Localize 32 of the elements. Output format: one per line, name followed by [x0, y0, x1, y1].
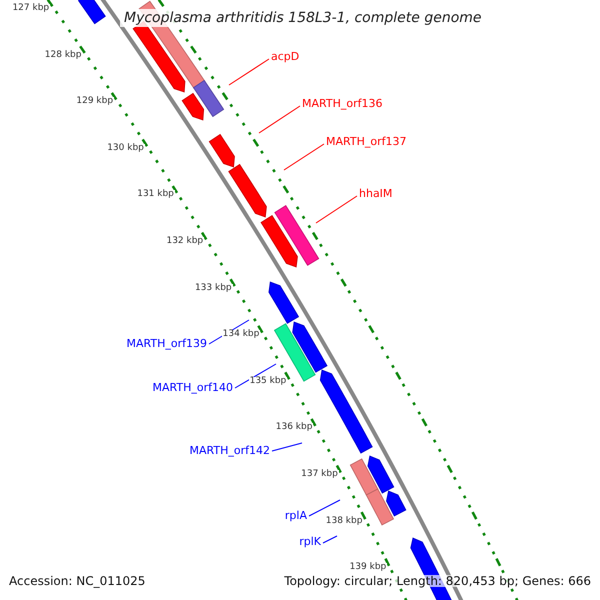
- leader-line: [272, 442, 302, 452]
- scale-tick-label: 131 kbp: [136, 190, 175, 200]
- scale-tick-label: 136 kbp: [274, 423, 314, 432]
- scale-tick-label: 137 kbp: [300, 470, 339, 479]
- scale-tick-label: 130 kbp: [106, 144, 145, 153]
- leader-line: [322, 536, 338, 544]
- scale-tick-label: 129 kbp: [75, 97, 114, 106]
- gene-label: MARTH_orf137: [326, 136, 406, 147]
- scale-tick-label: 135 kbp: [248, 376, 288, 386]
- gene-label: MARTH_orf139: [126, 338, 207, 349]
- leader-line: [234, 364, 276, 388]
- scale-tick-label: 139 kbp: [348, 563, 388, 572]
- scale-tick-label: 134 kbp: [222, 330, 260, 340]
- leader-line: [308, 500, 340, 516]
- scale-tick-label: 127 kbp: [11, 4, 50, 13]
- gene-label: MARTH_orf140: [152, 382, 233, 393]
- scale-tick-label: 132 kbp: [165, 237, 204, 246]
- scale-tick-label: 128 kbp: [44, 50, 82, 60]
- footer-text: Topology: circular; Length: 820,453 bp; Genes: 666: [284, 575, 591, 587]
- gene-label: MARTH_orf136: [302, 98, 382, 109]
- gene-label: MARTH_orf142: [190, 445, 270, 456]
- scale-tick-label: 133 kbp: [194, 284, 233, 293]
- gene-label: acpD: [271, 51, 300, 62]
- leader-line: [258, 106, 300, 134]
- gene-label: rplA: [284, 510, 307, 521]
- leader-line: [284, 144, 324, 170]
- gene-label: rplK: [299, 536, 321, 547]
- leader-line: [228, 58, 270, 86]
- scale-tick-label: 138 kbp: [324, 516, 364, 526]
- leader-line: [316, 196, 358, 224]
- gene-label: hhaIM: [359, 188, 392, 199]
- footer-text: Accession: NC_011025: [9, 575, 146, 587]
